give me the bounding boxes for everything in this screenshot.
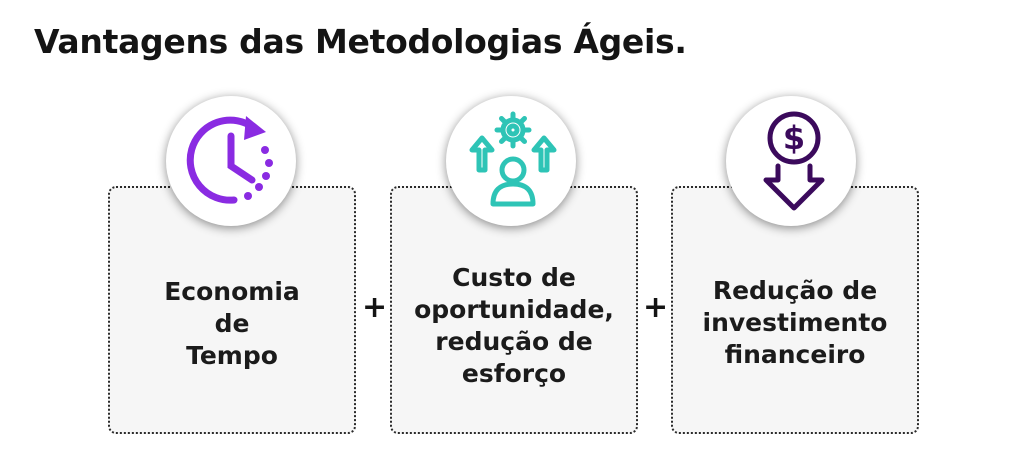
person-gear-growth-icon	[469, 111, 557, 207]
icon-circle	[166, 96, 296, 226]
page-title: Vantagens das Metodologias Ágeis.	[34, 22, 687, 61]
card-label: Custo de oportunidade, redução de esforç…	[414, 263, 614, 388]
card-label: Economia de Tempo	[164, 277, 300, 370]
svg-text:$: $	[783, 119, 805, 157]
icon-circle: $	[726, 96, 856, 226]
card-opportunity-cost: Custo de oportunidade, redução de esforç…	[390, 186, 638, 434]
plus-sign: +	[362, 290, 388, 325]
plus-sign: +	[643, 290, 669, 325]
clock-icon	[186, 116, 273, 204]
card-label: Redução de investimento financeiro	[702, 276, 888, 369]
icon-circle	[446, 96, 576, 226]
dollar-coin-down-arrow-icon: $	[763, 111, 825, 211]
card-time-savings: Economia de Tempo	[108, 186, 356, 434]
card-investment-reduction: Redução de investimento financeiro	[671, 186, 919, 434]
